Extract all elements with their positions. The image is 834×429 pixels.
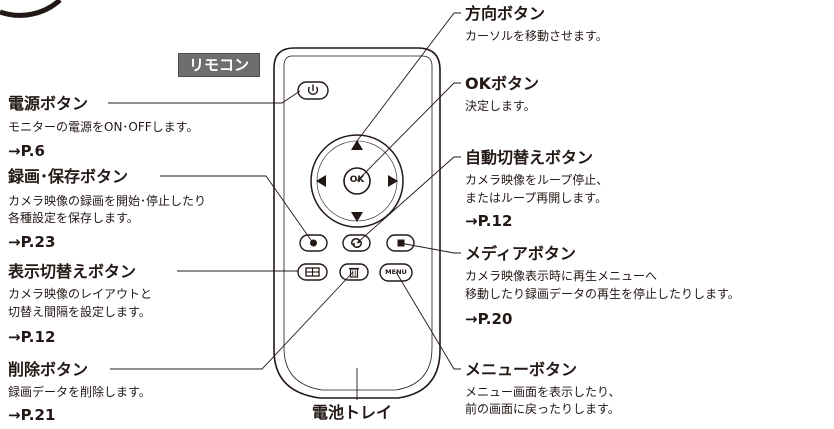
section-number-circle [0,0,62,18]
menu-title: メニューボタン [465,360,578,379]
record-desc-line1: カメラ映像の録画を開始･停止したり [8,194,207,208]
delete-desc: 録画データを削除します。 [8,385,151,399]
menu-desc-line1: メニュー画面を表示したり、 [465,385,621,399]
record-button[interactable] [299,234,328,252]
media-desc-line2: 移動したり録画データの再生を停止したりします。 [465,287,740,301]
auto-switch-desc-line1: カメラ映像をループ停止、 [465,173,609,187]
record-title: 録画･保存ボタン [8,167,129,186]
delete-title: 削除ボタン [8,360,89,379]
media-desc-line1: カメラ映像表示時に再生メニューへ [465,269,658,283]
ok-title: OKボタン [465,74,540,93]
auto-switch-button[interactable] [342,234,371,252]
arrow-left-icon[interactable] [316,175,326,187]
menu-desc-line2: 前の画面に戻ったりします。 [465,402,620,416]
menu-button-label: MENU [385,268,407,276]
direction-title: 方向ボタン [465,4,546,23]
media-title: メディアボタン [465,244,576,263]
remote-inner-outline [283,55,433,391]
delete-button[interactable] [339,263,369,281]
power-button[interactable] [297,81,329,100]
power-desc: モニターの電源をON･OFFします。 [8,120,199,134]
record-page-ref: →P.23 [8,233,56,251]
power-page-ref: →P.6 [8,142,45,160]
arrow-up-icon[interactable] [351,140,363,150]
display-switch-button[interactable] [297,263,328,281]
power-title: 電源ボタン [8,94,89,113]
remote-badge: リモコン [178,53,261,77]
arrow-down-icon[interactable] [351,212,363,222]
ok-button-label: OK [349,175,365,185]
leader-lines [108,12,461,400]
delete-page-ref: →P.21 [8,406,56,424]
display-page-ref: →P.12 [8,328,56,346]
layout-icon [305,267,320,277]
display-desc-line2: 切替え間隔を設定します。 [8,305,151,319]
auto-switch-page-ref: →P.12 [465,212,513,230]
battery-tray-label: 電池トレイ [312,403,393,422]
display-desc-line1: カメラ映像のレイアウトと [8,287,153,301]
auto-switch-title: 自動切替えボタン [465,148,594,167]
power-icon [307,84,319,96]
record-desc-line2: 各種設定を保存します。 [8,211,139,225]
auto-switch-desc-line2: またはループ再開します。 [465,191,608,205]
display-title: 表示切替えボタン [8,262,137,281]
ok-desc: 決定します。 [465,99,536,113]
media-page-ref: →P.20 [465,310,513,328]
direction-desc: カーソルを移動させます。 [465,29,608,43]
trash-icon [349,267,359,278]
arrow-right-icon[interactable] [388,175,398,187]
